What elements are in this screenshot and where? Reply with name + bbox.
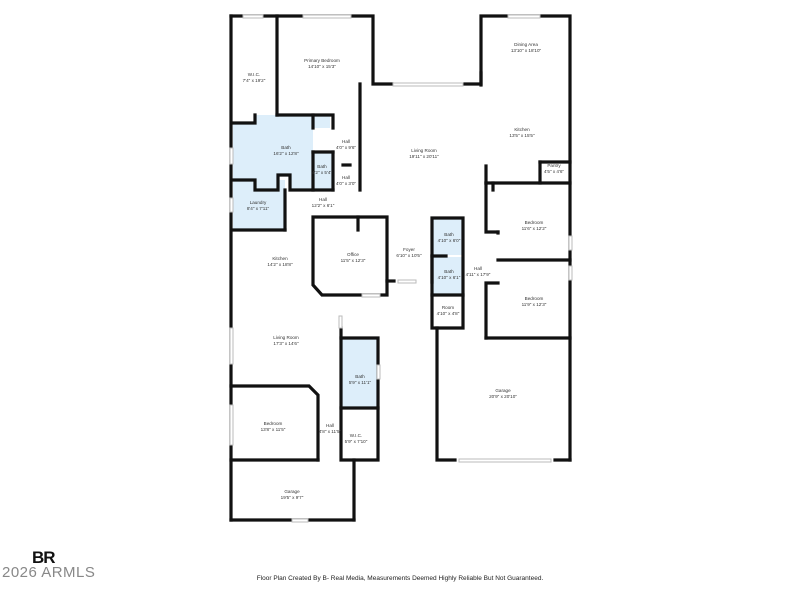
room-name: Pantry <box>547 163 561 168</box>
room-name: Garage <box>495 388 511 393</box>
bath-3-fill <box>432 218 463 255</box>
wet-room-fills <box>233 115 463 408</box>
room-name: Foyer <box>403 247 415 252</box>
room-dims: 17'3" x 14'6" <box>273 341 299 346</box>
bath-1-fill <box>233 115 330 190</box>
room-dims: 19'5" x 9'7" <box>280 495 304 500</box>
laundry-fill <box>233 180 285 230</box>
room-label-wic-1: W.I.C.7'4" x 19'2" <box>243 72 266 84</box>
room-name: Hall <box>326 423 334 428</box>
room-dims: 4'2" x 5'4" <box>311 170 333 175</box>
room-dims: 11'9" x 12'3" <box>521 302 547 307</box>
room-name: Bedroom <box>263 421 283 426</box>
room-dims: 20'9" x 20'10" <box>489 394 517 399</box>
room-dims: 4'10" x 4'8" <box>436 311 460 316</box>
room-dims: 13'5" x 15'5" <box>509 133 535 138</box>
room-dims: 8'4" x 7'11" <box>246 206 270 211</box>
room-name: Bath <box>355 374 365 379</box>
room-name: W.I.C. <box>247 72 261 77</box>
room-name: W.I.C. <box>349 433 363 438</box>
room-dims: 13'8" x 11'5" <box>260 427 286 432</box>
room-name: Garage <box>284 489 300 494</box>
room-name: Living Room <box>411 148 437 153</box>
room-name: Hall <box>319 197 327 202</box>
room-dims: 4'11" x 17'9" <box>465 272 491 277</box>
room-dims: 4'5" x 4'6" <box>543 169 565 174</box>
room-name: Primary Bedroom <box>304 58 340 63</box>
room-dims: 4'0" x 9'6" <box>335 145 357 150</box>
room-dims: 5'9" x 7'10" <box>344 439 368 444</box>
room-dims: 7'4" x 19'2" <box>242 78 266 83</box>
room-dims: 13'10" x 18'10" <box>510 48 542 53</box>
room-name: Bath <box>317 164 327 169</box>
room-name: Bath <box>281 145 291 150</box>
room-dims: 16'2" x 12'8" <box>273 151 299 156</box>
room-name: Bedroom <box>524 220 544 225</box>
room-name: Bath <box>444 232 454 237</box>
br-logo: BR <box>32 548 56 567</box>
room-label-wic-2: W.I.C.5'9" x 7'10" <box>345 433 368 445</box>
room-dims: 5'9" x 11'1" <box>348 380 372 385</box>
room-name: Bath <box>444 269 454 274</box>
room-name: Hall <box>342 175 350 180</box>
room-name: Office <box>347 252 359 257</box>
copyright-text: 2026 ARMLS <box>2 564 96 581</box>
room-name: Kitchen <box>514 127 530 132</box>
room-name: Dining Area <box>514 42 538 47</box>
room-dims: 11'5" x 12'3" <box>340 258 366 263</box>
room-dims: 4'0" x 3'0" <box>335 181 357 186</box>
windows <box>229 14 573 523</box>
room-dims: 19'11" x 20'11" <box>409 154 439 159</box>
bath-4-fill <box>432 257 463 295</box>
room-name: Room <box>441 305 455 310</box>
room-name: Kitchen <box>272 256 288 261</box>
room-dims: 6'10" x 10'5" <box>396 253 422 258</box>
room-name: Living Room <box>273 335 299 340</box>
room-name: Hall <box>342 139 350 144</box>
room-dims: 4'10" x 6'0" <box>437 238 461 243</box>
room-dims: 14'10" x 15'3" <box>308 64 336 69</box>
room-dims: 4'8" x 11'5" <box>318 429 342 434</box>
room-name: Bedroom <box>524 296 544 301</box>
room-dims: 11'6" x 12'2" <box>521 226 547 231</box>
room-name: Hall <box>474 266 482 271</box>
walls <box>229 14 572 522</box>
room-dims: 4'10" x 6'1" <box>437 275 461 280</box>
room-dims: 14'2" x 18'8" <box>267 262 293 267</box>
bath-5-fill <box>341 338 378 408</box>
room-dims: 12'2" x 6'1" <box>311 203 335 208</box>
room-name: Laundry <box>249 200 267 205</box>
disclaimer: Floor Plan Created By B- Real Media, Mea… <box>256 575 544 582</box>
bath-2-fill <box>313 152 333 190</box>
